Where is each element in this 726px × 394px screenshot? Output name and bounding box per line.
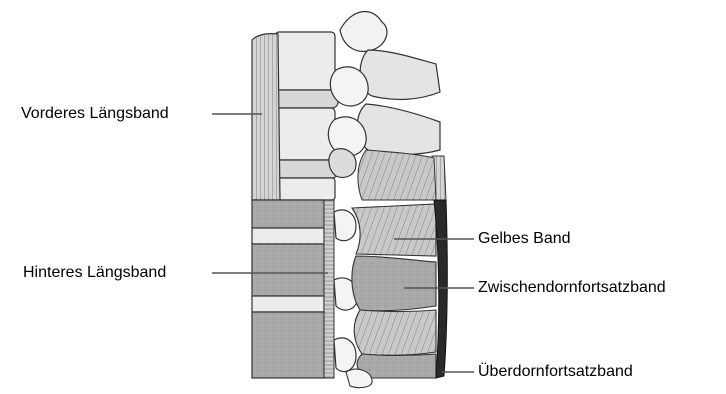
cut-disc — [252, 296, 324, 312]
spinous-process-cut — [352, 256, 436, 311]
ligamentum-flavum — [352, 204, 436, 256]
intervertebral-disc — [270, 90, 338, 108]
lamina — [334, 210, 356, 241]
spinous-process — [357, 104, 440, 155]
posterior-elements-cut — [334, 204, 436, 388]
label-ligamentum-flavum: Gelbes Band — [478, 229, 571, 249]
cut-vertebral-body — [252, 312, 324, 378]
label-interspinous-ligament: Zwischendornfortsatzband — [478, 278, 666, 298]
interspinous-ligament-upper — [358, 150, 436, 200]
label-posterior-longitudinal-ligament: Hinteres Längsband — [23, 263, 166, 283]
cut-vertebral-body — [252, 200, 324, 228]
articular-process — [340, 12, 387, 52]
label-anterior-longitudinal-ligament: Vorderes Längsband — [21, 104, 169, 124]
anterior-longitudinal-ligament — [252, 34, 280, 200]
posterior-longitudinal-ligament — [324, 200, 334, 378]
cut-vertebral-body — [252, 244, 324, 296]
vertebral-body — [275, 32, 335, 90]
interspinous-ligament — [354, 310, 436, 355]
pedicle — [329, 149, 356, 178]
vertebral-bodies-cut — [252, 200, 324, 378]
lamina — [334, 338, 356, 372]
vertebral-body — [275, 108, 335, 160]
articular-process — [330, 67, 368, 106]
vertebral-body — [275, 178, 335, 200]
spinous-process — [360, 50, 440, 99]
cut-disc — [252, 228, 324, 244]
label-supraspinous-ligament: Überdornfortsatzband — [478, 362, 633, 382]
